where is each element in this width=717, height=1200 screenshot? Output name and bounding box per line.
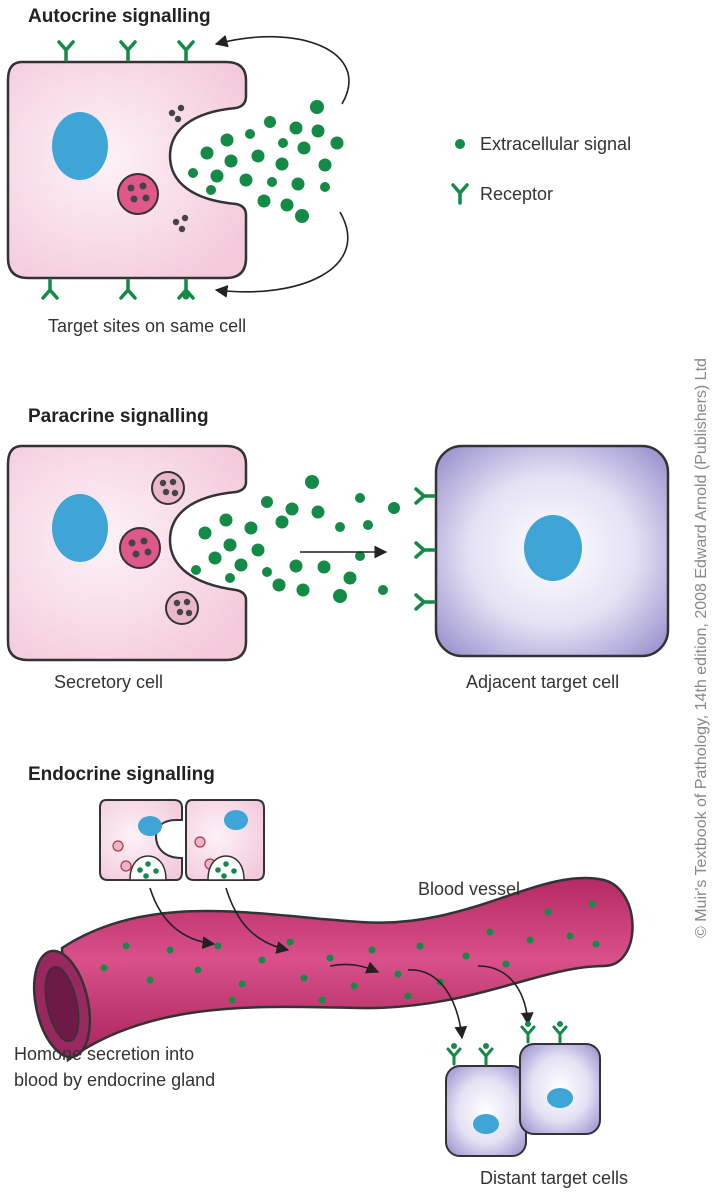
autocrine-nucleus (52, 112, 108, 180)
legend-signal-label: Extracellular signal (480, 134, 631, 154)
gland-nucleus (224, 810, 248, 830)
bound-signal-dots (451, 1021, 563, 1049)
receptor-icon (41, 278, 59, 300)
gland-secretion-pore (129, 855, 167, 881)
secretory-nucleus (52, 494, 108, 562)
gland-nucleus (138, 816, 162, 836)
autocrine-cell (6, 60, 248, 280)
secretion-label-line2: blood by endocrine gland (14, 1070, 215, 1090)
flow-arrow (329, 961, 380, 974)
autocrine-vesicle-granules (127, 104, 189, 233)
gland-secretion-pore (207, 855, 245, 881)
legend-receptor-label: Receptor (480, 184, 553, 204)
paracrine-signal-cloud (191, 475, 400, 603)
secretory-vesicle (151, 471, 185, 505)
receptor-icon (177, 278, 195, 300)
gland-signal-dots (137, 861, 237, 879)
gland-cell (99, 799, 183, 881)
receptor-icon (552, 1025, 568, 1044)
delivery-arrow (477, 965, 534, 1026)
secretion-arrow (225, 887, 290, 954)
copyright-credit: © Muir's Textbook of Pathology, 14th edi… (693, 358, 710, 938)
distant-target-cell (445, 1065, 527, 1157)
autocrine-vesicle (117, 173, 159, 215)
secretion-label-line1: Homone secretion into (14, 1044, 194, 1064)
secretory-cell-label: Secretory cell (54, 672, 163, 692)
secretory-vesicle (119, 527, 161, 569)
target-receptors (414, 487, 436, 611)
receptor-icon (414, 593, 436, 611)
secretory-vesicle (165, 591, 199, 625)
secretion-arrow (149, 887, 216, 950)
distant-nucleus (473, 1114, 499, 1134)
receptor-icon (478, 1047, 494, 1066)
endocrine-gland (99, 799, 265, 881)
distant-nucleus (547, 1088, 573, 1108)
autocrine-title: Autocrine signalling (28, 6, 211, 27)
target-nucleus (524, 515, 582, 581)
autocrine-target-label: Target sites on same cell (48, 316, 246, 336)
receptor-icon (119, 40, 137, 62)
autocrine-arrow-top (214, 34, 350, 105)
autocrine-signal-cloud (188, 100, 344, 223)
blood-vessel (60, 876, 634, 1063)
receptor-icon (446, 1047, 462, 1066)
autocrine-receptors-top (57, 40, 195, 62)
receptor-icon (119, 278, 137, 300)
receptor-icon (451, 183, 469, 205)
paracrine-title: Paracrine signalling (28, 406, 209, 427)
secretory-granules (128, 478, 193, 617)
endocrine-title: Endocrine signalling (28, 764, 215, 785)
endocrine-section: Endocrine signalling (14, 764, 634, 1188)
receptor-icon (177, 40, 195, 62)
adjacent-target-label: Adjacent target cell (466, 672, 619, 692)
receptor-icon (520, 1025, 536, 1044)
receptor-icon (414, 541, 436, 559)
receptor-icon (57, 40, 75, 62)
paracrine-section: Paracrine signalling (6, 406, 670, 692)
autocrine-receptors-bottom (41, 278, 195, 300)
delivery-arrow (407, 969, 468, 1040)
distant-receptors (446, 1025, 568, 1066)
distant-target-cells (445, 1021, 601, 1157)
gland-vesicles (112, 836, 216, 872)
legend: Extracellular signal Receptor (451, 134, 631, 205)
autocrine-arrow-bottom (214, 211, 349, 298)
distant-target-label: Distant target cells (480, 1168, 628, 1188)
receptor-icon (414, 487, 436, 505)
bound-signal-dot (182, 292, 190, 300)
signal-icon (455, 139, 465, 149)
vessel-lumen (44, 965, 80, 1043)
autocrine-section: Autocrine signalling (6, 6, 350, 336)
vessel-signal-dots (100, 900, 600, 1004)
blood-vessel-label: Blood vessel (418, 879, 520, 899)
